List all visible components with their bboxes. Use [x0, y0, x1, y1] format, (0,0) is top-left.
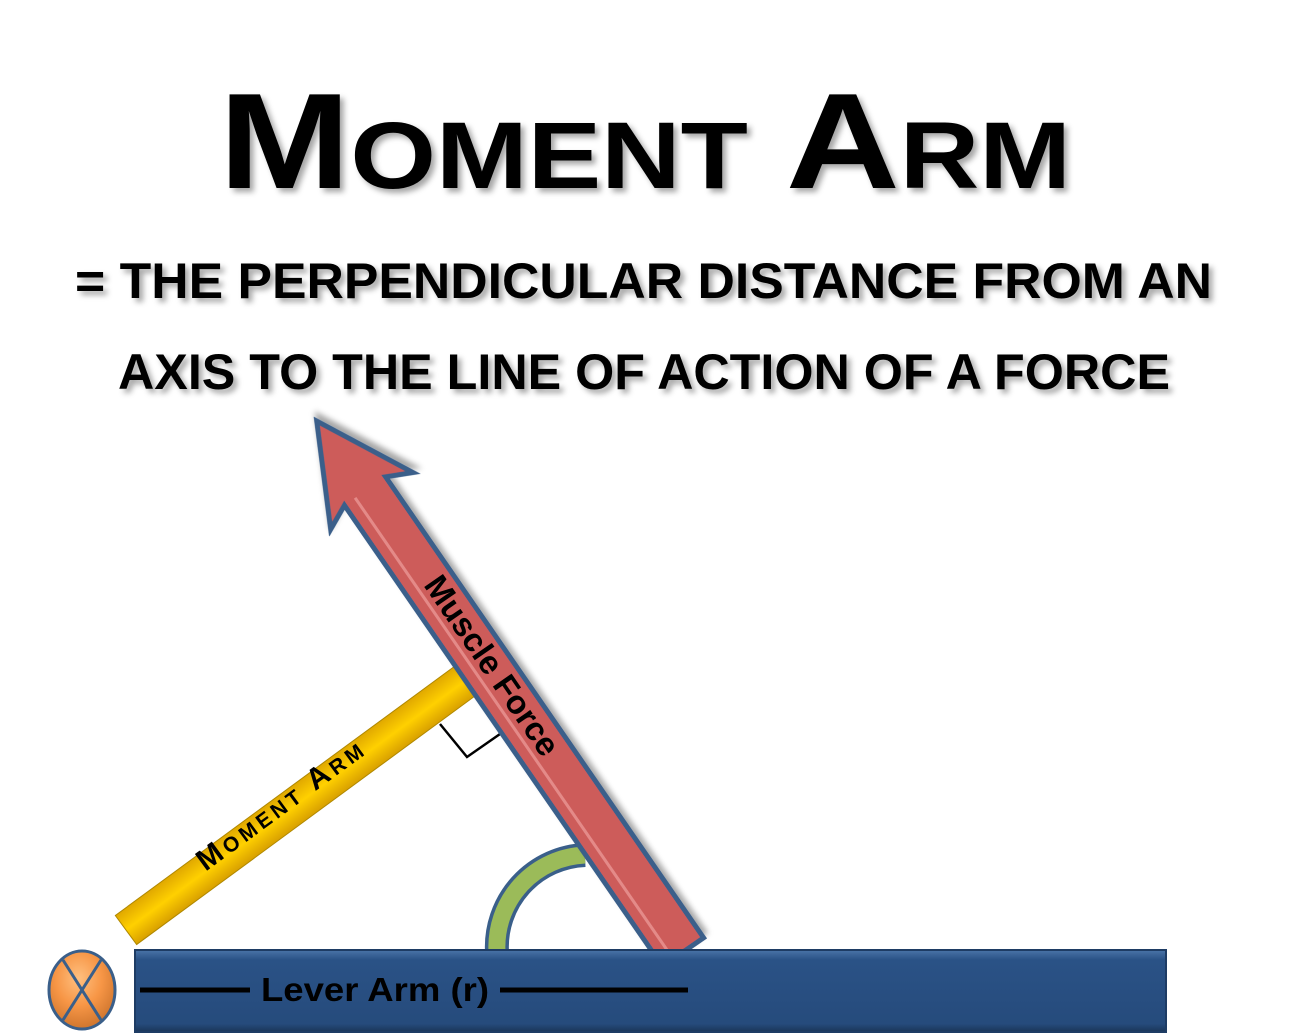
angle-arc	[484, 843, 586, 953]
lever-arm-label: Lever Arm (r)	[261, 971, 489, 1008]
definition-line-1: = THE PERPENDICULAR DISTANCE FROM AN	[75, 253, 1212, 309]
muscle-force-label: Muscle Force	[417, 568, 567, 763]
moment-arm-label: Moment Arm	[190, 731, 373, 877]
slide-title: Moment Arm	[219, 65, 1071, 217]
muscle-force-arrow	[313, 416, 708, 970]
right-angle-marker	[439, 723, 501, 759]
definition-line-2: AXIS TO THE LINE OF ACTION OF A FORCE	[118, 344, 1170, 400]
axis-of-rotation-icon	[47, 949, 117, 1031]
lever-arm-bar: Lever Arm (r)	[134, 949, 1167, 1033]
